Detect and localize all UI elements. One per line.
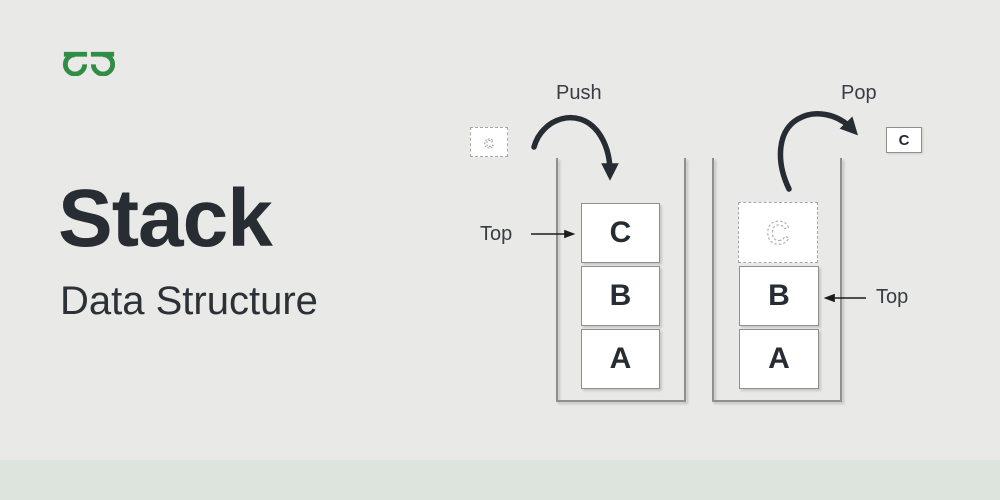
push-stack-item-b: B (581, 266, 660, 326)
push-stack-container (556, 158, 686, 402)
footer-accent-strip (0, 460, 1000, 500)
pop-popped-item-box: C (886, 127, 922, 153)
push-incoming-item-box: C (470, 127, 508, 157)
page-title: Stack (58, 173, 273, 264)
geeksforgeeks-logo-icon (62, 51, 116, 76)
pop-top-label: Top (876, 286, 909, 308)
pop-ghost-item-box: C (738, 202, 818, 263)
pop-stack-container (712, 158, 842, 402)
dashed-letter-icon: C (484, 136, 495, 152)
push-top-label: Top (480, 223, 513, 245)
pop-stack-item-a: A (739, 329, 819, 389)
push-incoming-item-letter: C (484, 136, 494, 151)
pop-stack-item-b: B (739, 266, 819, 326)
push-stack-item-c: C (581, 203, 660, 263)
pop-ghost-item-letter: C (766, 215, 789, 251)
page-subtitle: Data Structure (60, 279, 318, 323)
push-operation-label: Push (556, 82, 602, 104)
pop-operation-label: Pop (841, 82, 877, 104)
push-stack-item-a: A (581, 329, 660, 389)
dashed-letter-icon: C (766, 214, 790, 251)
